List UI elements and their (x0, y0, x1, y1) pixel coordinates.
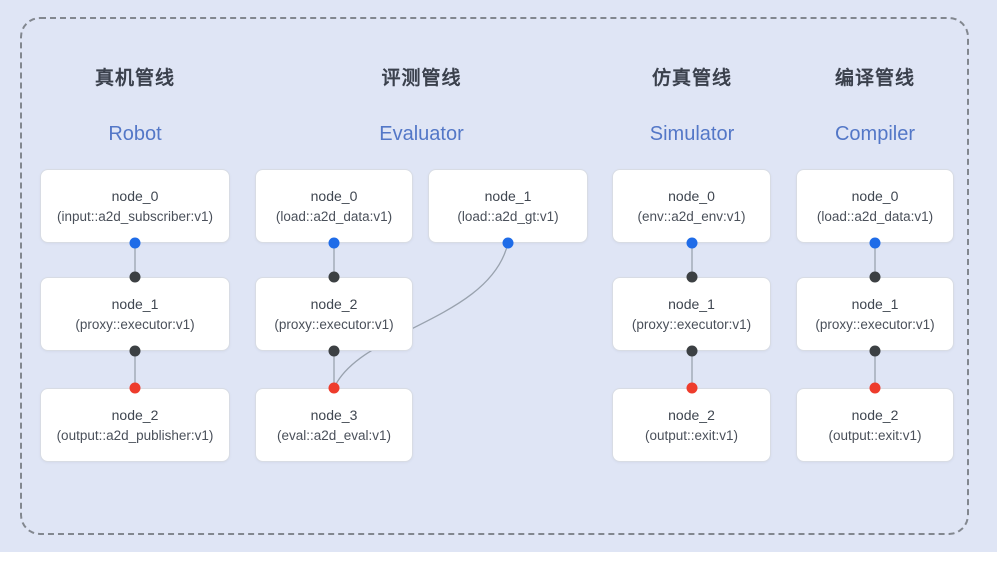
node-type: (output::exit:v1) (828, 427, 922, 443)
pipeline-subtitle-robot: Robot (40, 123, 230, 146)
node-name: node_0 (111, 187, 159, 204)
blue-output-port-dot (129, 237, 141, 249)
black-input-port-dot (129, 271, 141, 283)
node-type: (input::a2d_subscriber:v1) (56, 208, 214, 224)
node-type: (proxy::executor:v1) (815, 316, 935, 332)
black-input-port-dot (869, 271, 881, 283)
pipeline-title-zh: 真机管线 (94, 68, 175, 89)
node-card-robot-node-1: node_1 (proxy::executor:v1) (40, 277, 230, 351)
node-card-robot-node-2: node_2 (output::a2d_publisher:v1) (40, 388, 230, 462)
red-input-port-dot (328, 382, 340, 394)
pipeline-title-zh: 评测管线 (381, 68, 462, 89)
black-input-port-dot (686, 271, 698, 283)
pipeline-title-en: Compiler (834, 123, 916, 145)
node-name: node_1 (668, 295, 715, 312)
node-name: node_2 (668, 406, 715, 423)
black-output-port-dot (129, 345, 141, 357)
blue-output-port-dot (502, 237, 514, 249)
black-output-port-dot (686, 345, 698, 357)
blue-output-port-dot (686, 237, 698, 249)
node-type: (env::a2d_env:v1) (637, 208, 746, 224)
node-name: node_2 (111, 406, 159, 423)
node-name: node_2 (310, 295, 358, 312)
node-name: node_0 (310, 187, 358, 204)
node-name: node_1 (111, 295, 159, 312)
node-type: (output::a2d_publisher:v1) (56, 427, 214, 443)
pipeline-title-en: Evaluator (379, 123, 464, 145)
black-output-port-dot (869, 345, 881, 357)
black-input-port-dot (328, 271, 340, 283)
node-type: (proxy::executor:v1) (631, 316, 752, 332)
node-name: node_0 (668, 187, 715, 204)
node-type: (output::exit:v1) (644, 427, 739, 443)
node-name: node_1 (484, 187, 532, 204)
pipeline-header-evaluator: 评测管线 (255, 63, 588, 90)
node-card-robot-node-0: node_0 (input::a2d_subscriber:v1) (40, 169, 230, 243)
pipeline-title-en: Simulator (649, 123, 735, 145)
blue-output-port-dot (869, 237, 881, 249)
node-name: node_1 (851, 295, 899, 312)
node-card-compiler-node-1: node_1 (proxy::executor:v1) (796, 277, 954, 351)
node-card-evaluator-node-3: node_3 (eval::a2d_eval:v1) (255, 388, 413, 462)
node-name: node_2 (851, 406, 899, 423)
node-type: (load::a2d_data:v1) (275, 208, 393, 224)
node-type: (load::a2d_gt:v1) (457, 208, 559, 224)
evaluator-gt-to-eval-curve (333, 242, 509, 389)
red-input-port-dot (869, 382, 881, 394)
node-card-simulator-node-1: node_1 (proxy::executor:v1) (612, 277, 771, 351)
node-card-evaluator-node-2: node_2 (proxy::executor:v1) (255, 277, 413, 351)
node-card-evaluator-node-0: node_0 (load::a2d_data:v1) (255, 169, 413, 243)
pipeline-header-simulator: 仿真管线 (612, 63, 772, 90)
red-input-port-dot (129, 382, 141, 394)
pipeline-title-en: Robot (108, 123, 162, 145)
pipeline-title-zh: 仿真管线 (651, 68, 732, 89)
node-type: (proxy::executor:v1) (75, 316, 195, 332)
node-type: (eval::a2d_eval:v1) (276, 427, 392, 443)
node-type: (proxy::executor:v1) (274, 316, 394, 332)
pipeline-subtitle-evaluator: Evaluator (255, 123, 588, 146)
pipeline-subtitle-compiler: Compiler (795, 123, 955, 146)
node-card-simulator-node-2: node_2 (output::exit:v1) (612, 388, 771, 462)
node-type: (load::a2d_data:v1) (816, 208, 934, 224)
pipeline-subtitle-simulator: Simulator (612, 123, 772, 146)
red-input-port-dot (686, 382, 698, 394)
pipeline-title-zh: 编译管线 (834, 68, 915, 89)
dashed-border-frame (20, 17, 969, 535)
node-card-compiler-node-0: node_0 (load::a2d_data:v1) (796, 169, 954, 243)
pipeline-header-robot: 真机管线 (40, 63, 230, 90)
pipeline-header-compiler: 编译管线 (795, 63, 955, 90)
node-card-evaluator-node-1: node_1 (load::a2d_gt:v1) (428, 169, 588, 243)
black-output-port-dot (328, 345, 340, 357)
node-name: node_3 (310, 406, 358, 423)
node-name: node_0 (851, 187, 899, 204)
node-card-compiler-node-2: node_2 (output::exit:v1) (796, 388, 954, 462)
node-card-simulator-node-0: node_0 (env::a2d_env:v1) (612, 169, 771, 243)
blue-output-port-dot (328, 237, 340, 249)
